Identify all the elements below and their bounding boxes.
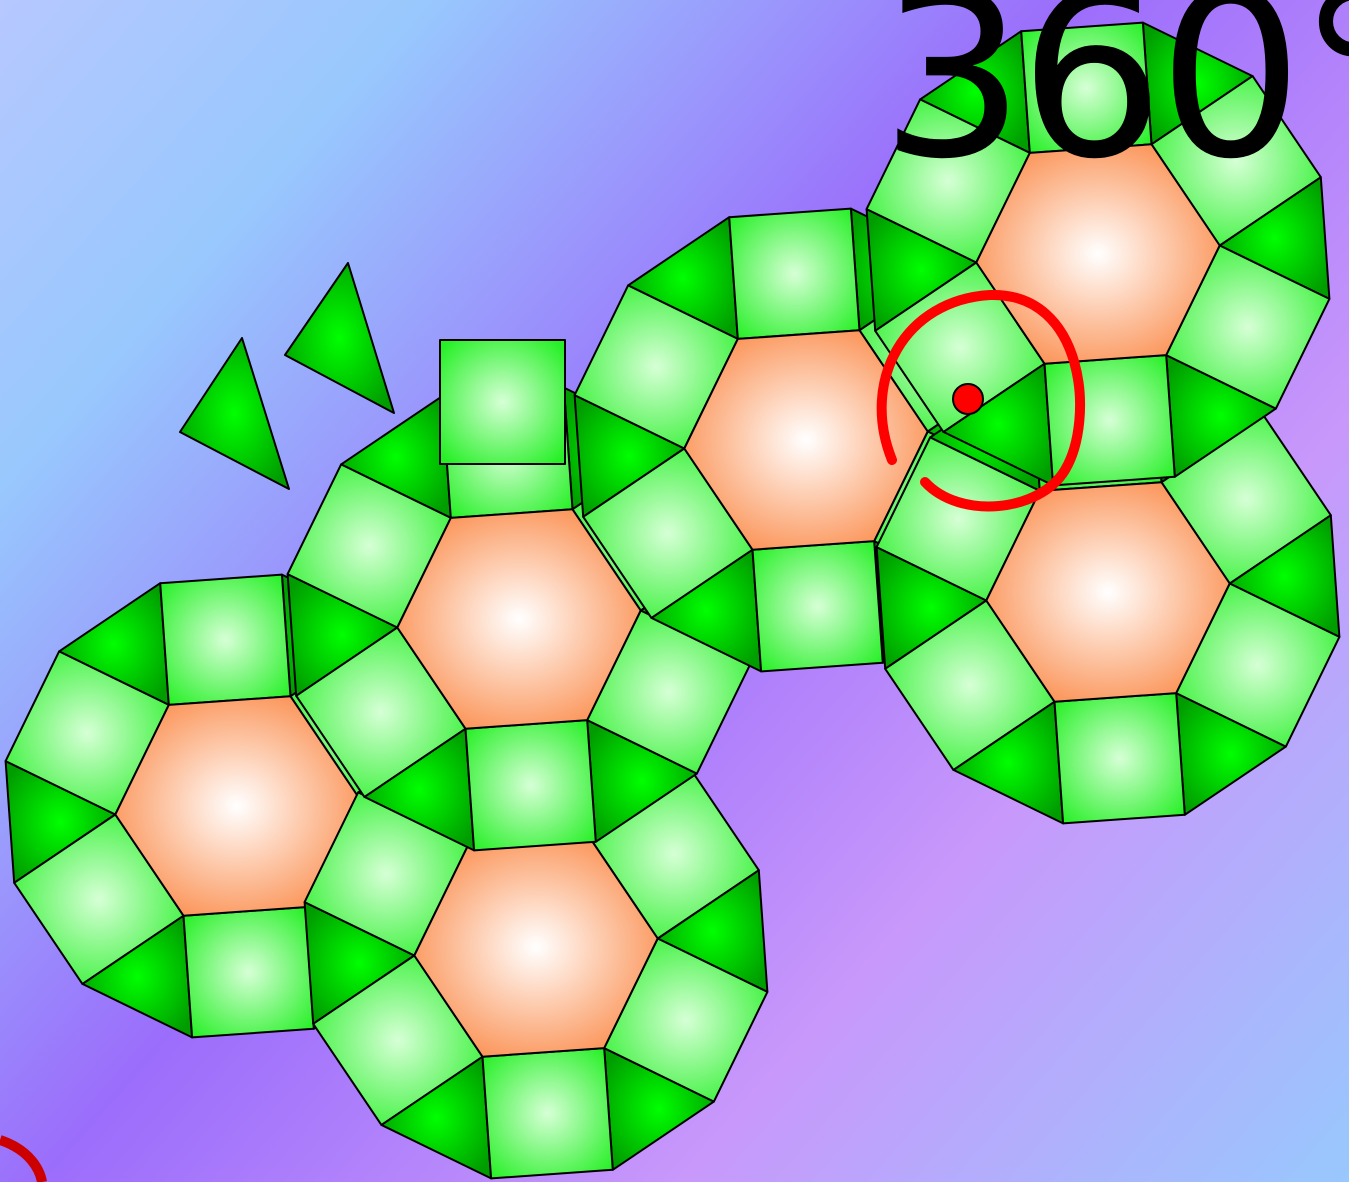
square-tile [1055,693,1185,823]
square-tile [466,720,596,850]
square-tile [483,1048,613,1178]
square-tile [729,209,859,339]
loose-square-tile [440,340,565,464]
square-tile [184,907,314,1037]
square-tile [160,575,290,705]
square-tile [1021,23,1151,153]
rotation-center-dot[interactable] [953,384,983,414]
square-tile [753,541,883,671]
